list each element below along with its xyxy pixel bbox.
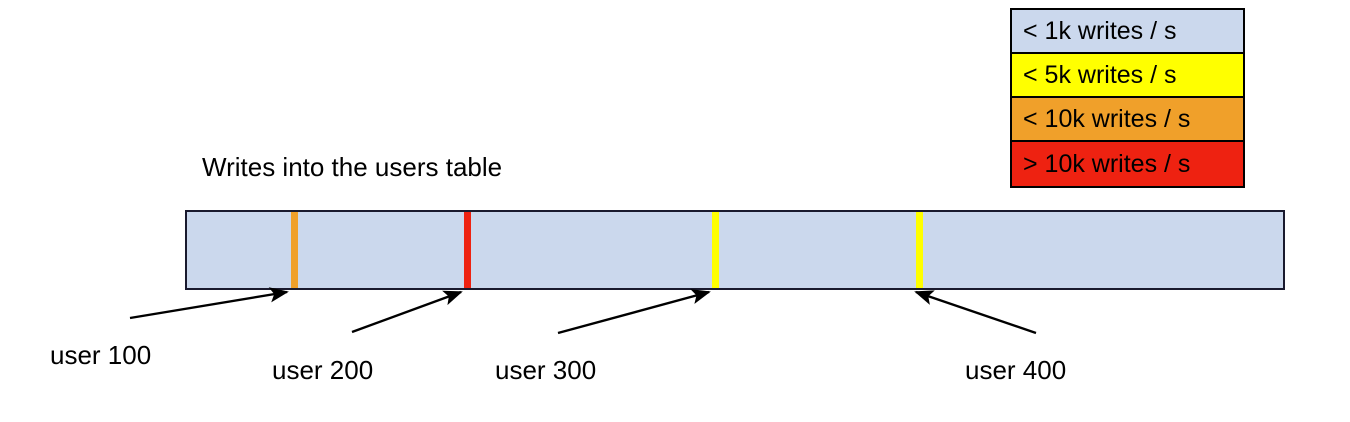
legend-row-lt-10k: < 10k writes / s [1012, 98, 1243, 142]
arrow-user-400 [914, 290, 1037, 335]
label-user-100: user 100 [50, 340, 152, 370]
legend-label-gt-10k: > 10k writes / s [1023, 149, 1191, 178]
label-user-200: user 200 [272, 355, 374, 385]
marker-user-300 [712, 212, 719, 288]
arrow-user-100 [129, 287, 289, 320]
label-user-400: user 400 [965, 355, 1067, 385]
legend: < 1k writes / s < 5k writes / s < 10k wr… [1010, 8, 1245, 188]
legend-row-gt-10k: > 10k writes / s [1012, 142, 1243, 186]
arrow-user-200 [351, 290, 463, 334]
marker-user-400 [916, 212, 923, 288]
marker-user-200 [464, 212, 471, 288]
users-table-bar [185, 210, 1285, 290]
label-user-300: user 300 [495, 355, 597, 385]
legend-row-lt-5k: < 5k writes / s [1012, 54, 1243, 98]
marker-user-100 [291, 212, 298, 288]
arrow-user-300 [557, 289, 711, 335]
chart-title: Writes into the users table [202, 152, 503, 182]
legend-label-lt-5k: < 5k writes / s [1023, 60, 1177, 89]
legend-label-lt-10k: < 10k writes / s [1023, 104, 1191, 133]
legend-row-lt-1k: < 1k writes / s [1012, 10, 1243, 54]
legend-label-lt-1k: < 1k writes / s [1023, 16, 1177, 45]
